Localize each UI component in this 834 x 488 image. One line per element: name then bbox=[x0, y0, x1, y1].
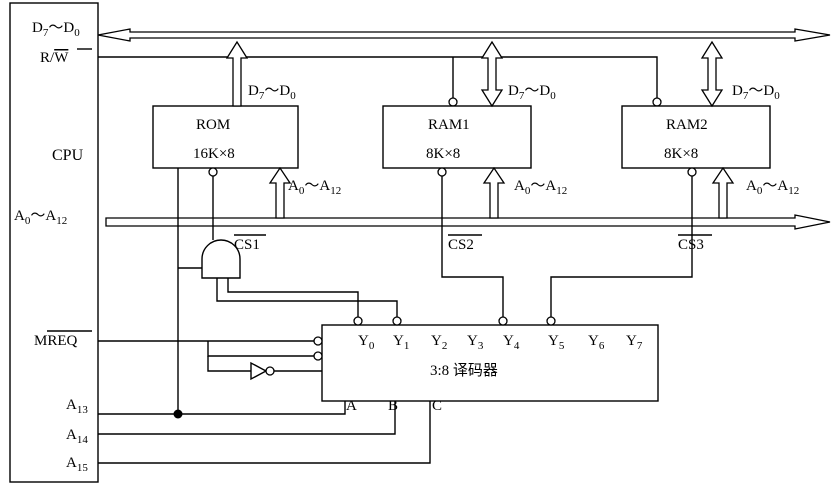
a15-wire bbox=[98, 401, 431, 464]
decoder-input-c: C bbox=[432, 398, 442, 414]
cpu-data-bus-label: D7～D0 bbox=[32, 20, 80, 39]
cpu-mreq-label: MREQ bbox=[34, 333, 78, 349]
inverter-input-wire bbox=[207, 356, 251, 372]
ram2-addr-label: A0～A12 bbox=[746, 178, 799, 197]
ram2-size: 8K×8 bbox=[664, 146, 698, 162]
ram2-chip bbox=[621, 105, 771, 169]
cpu-rw-label: R/W bbox=[40, 50, 69, 66]
y4-bubble bbox=[498, 316, 508, 326]
ram1-data-arrow bbox=[480, 40, 504, 108]
address-bus-arrow bbox=[105, 214, 831, 230]
ram2-data-arrow bbox=[700, 40, 724, 108]
ram1-chip bbox=[382, 105, 532, 169]
ram1-name: RAM1 bbox=[428, 117, 470, 133]
y1-bubble bbox=[392, 316, 402, 326]
ram2-addr-arrow bbox=[711, 166, 735, 219]
a13-junction bbox=[173, 409, 183, 419]
cs3-label: CS3 bbox=[678, 237, 704, 253]
rw-line bbox=[98, 56, 658, 98]
cpu-a15-label: A15 bbox=[66, 455, 88, 474]
decoder-y3: Y3 bbox=[467, 333, 484, 352]
ram1-size: 8K×8 bbox=[426, 146, 460, 162]
y5-bubble bbox=[546, 316, 556, 326]
cpu-addr-bus-label: A0～A12 bbox=[14, 208, 67, 227]
decoder-input-a: A bbox=[346, 398, 357, 414]
y0-bubble bbox=[353, 316, 363, 326]
a14-wire bbox=[98, 401, 396, 435]
rom-data-label: D7～D0 bbox=[248, 83, 296, 102]
rom-chip bbox=[152, 105, 299, 169]
and-gate bbox=[201, 239, 241, 279]
cpu-block bbox=[9, 2, 99, 483]
ram1-addr-label: A0～A12 bbox=[514, 178, 567, 197]
cs2-wire bbox=[441, 176, 504, 318]
decoder-y6: Y6 bbox=[588, 333, 605, 352]
decoder-y2: Y2 bbox=[431, 333, 447, 352]
cpu-label: CPU bbox=[52, 147, 84, 164]
y1-to-gate-wire bbox=[216, 278, 398, 318]
cpu-a14-label: A14 bbox=[66, 427, 88, 446]
inverter bbox=[250, 361, 268, 381]
ram1-cs-bubble bbox=[437, 167, 447, 177]
rom-addr-label: A0～A12 bbox=[288, 178, 341, 197]
ram2-we-bubble bbox=[652, 97, 662, 107]
rom-size: 16K×8 bbox=[193, 146, 235, 162]
cpu-a13-label: A13 bbox=[66, 397, 88, 416]
ram1-data-label: D7～D0 bbox=[508, 83, 556, 102]
y0-to-gate-wire bbox=[227, 278, 359, 318]
enable2-bubble bbox=[313, 351, 323, 361]
enable2-wire bbox=[207, 341, 314, 357]
enable1-bubble bbox=[313, 336, 323, 346]
decoder-y7: Y7 bbox=[626, 333, 643, 352]
inverter-bubble bbox=[265, 366, 275, 376]
ram1-addr-arrow bbox=[482, 166, 506, 219]
rom-addr-arrow bbox=[268, 166, 292, 219]
rom-name: ROM bbox=[196, 117, 230, 133]
cs3-wire bbox=[550, 176, 693, 318]
ram2-cs-bubble bbox=[687, 167, 697, 177]
decoder-y4: Y4 bbox=[503, 333, 520, 352]
a13-wire bbox=[98, 401, 346, 415]
ram2-data-label: D7～D0 bbox=[732, 83, 780, 102]
rom-data-arrow bbox=[225, 40, 249, 107]
decoder-input-b: B bbox=[388, 398, 398, 414]
decoder-block bbox=[321, 324, 659, 402]
rom-cs-bubble bbox=[208, 167, 218, 177]
cs1-label: CS1 bbox=[234, 237, 260, 253]
ram1-we-bubble bbox=[448, 97, 458, 107]
decoder-title: 3:8 译码器 bbox=[430, 362, 498, 379]
ram2-name: RAM2 bbox=[666, 117, 708, 133]
decoder-y5: Y5 bbox=[548, 333, 565, 352]
cs2-label: CS2 bbox=[448, 237, 474, 253]
data-bus-arrow bbox=[97, 28, 831, 42]
decoder-y0: Y0 bbox=[358, 333, 375, 352]
decoder-y1: Y1 bbox=[393, 333, 409, 352]
